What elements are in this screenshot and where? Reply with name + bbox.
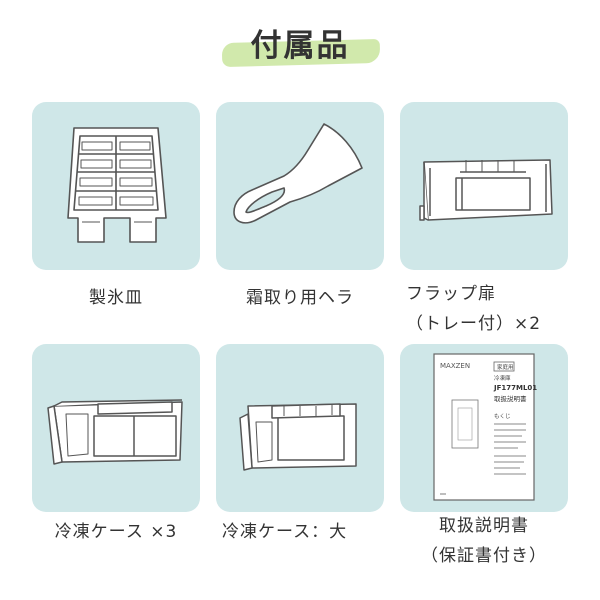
frost-scraper-icon: [233, 123, 363, 224]
label-freezer-case: 冷凍ケース ×3: [54, 522, 178, 542]
manual-brand: MAXZEN: [440, 362, 470, 370]
manual-doc-title: 取扱説明書: [494, 394, 527, 403]
ice-tray-icon: [67, 127, 167, 243]
manual-tag: 家庭用: [497, 363, 514, 371]
manual-type: 冷凍庫: [494, 374, 511, 382]
label-large-freezer-case: 冷凍ケース：大: [222, 522, 348, 542]
label-manual: 取扱説明書 （保証書付き）: [421, 516, 547, 566]
large-freezer-case-icon: [239, 403, 357, 471]
label-ice-tray: 製氷皿: [89, 288, 143, 308]
manual-icon: MAXZEN 家庭用 冷凍庫 JF177ML01 取扱説明書 もくじ: [433, 353, 537, 501]
freezer-case-icon: [47, 399, 183, 465]
card-ice-tray: [32, 102, 200, 270]
title-area: 付属品: [0, 24, 600, 74]
manual-model: JF177ML01: [493, 384, 537, 392]
card-scraper: [216, 102, 384, 270]
flap-door-icon: [419, 159, 553, 221]
card-manual: MAXZEN 家庭用 冷凍庫 JF177ML01 取扱説明書 もくじ: [400, 344, 568, 512]
page-title: 付属品: [250, 28, 350, 64]
card-flap-door: [400, 102, 568, 270]
label-flap-door: フラップ扉 （トレー付）×2: [406, 284, 542, 334]
label-scraper: 霜取り用ヘラ: [246, 288, 354, 308]
manual-contents: もくじ: [494, 413, 511, 420]
card-large-freezer-case: [216, 344, 384, 512]
card-freezer-case: [32, 344, 200, 512]
